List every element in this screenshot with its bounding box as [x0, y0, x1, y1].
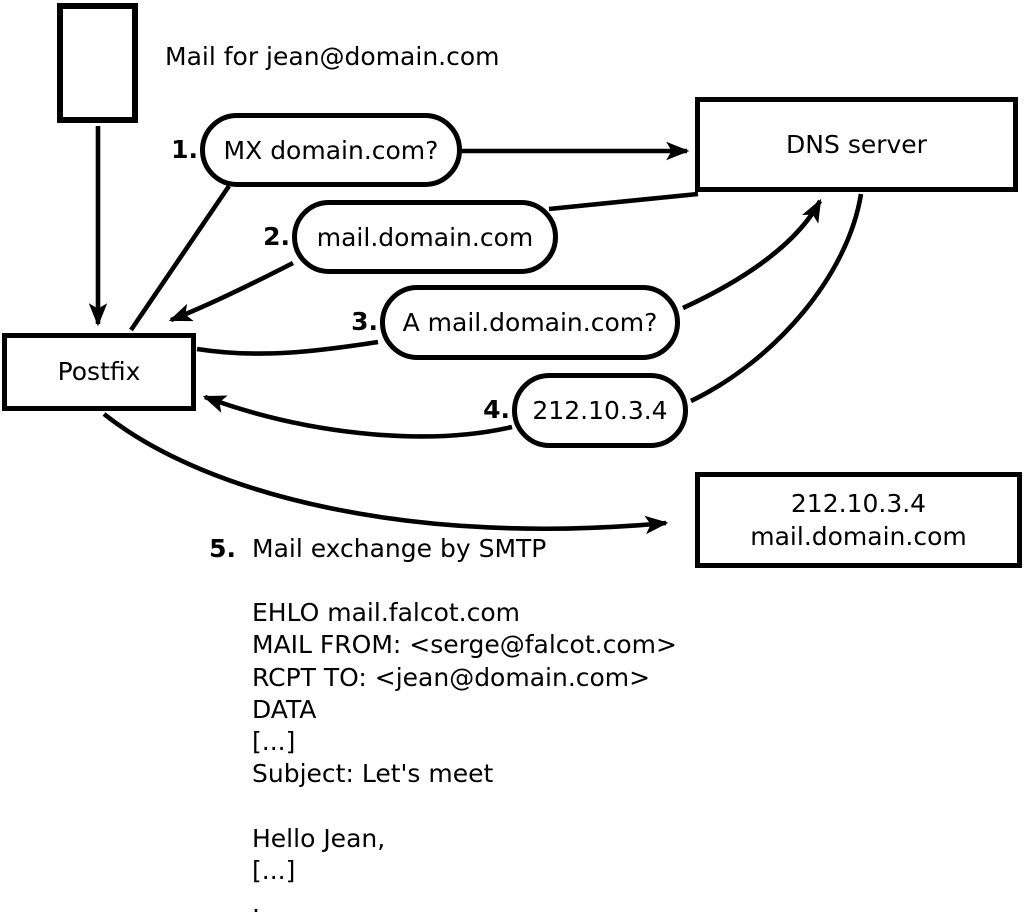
line-dns-to-answer2: [548, 191, 699, 212]
step-5-label: Mail exchange by SMTP: [252, 534, 547, 563]
step-2-number: 2.: [263, 222, 290, 251]
step-1-number: 1.: [171, 135, 198, 164]
line-postfix-to-query1: [129, 184, 231, 332]
mail-server-node: 212.10.3.4 mail.domain.com: [695, 472, 1022, 568]
line-dns-to-answer4: [689, 193, 864, 404]
arrow-query3-to-dns: [682, 198, 823, 311]
step-2-answer-label: mail.domain.com: [316, 222, 534, 252]
step-3-query-bubble: A mail.domain.com?: [380, 285, 680, 360]
step-4-answer-bubble: 212.10.3.4: [512, 373, 688, 448]
arrow-answer2-to-postfix: [168, 260, 295, 323]
mail-server-host-label: mail.domain.com: [750, 522, 967, 551]
line-postfix-to-query3: [196, 339, 379, 356]
smtp-session-transcript: EHLO mail.falcot.com MAIL FROM: <serge@f…: [252, 598, 677, 918]
step-3-number: 3.: [351, 307, 378, 336]
step-4-answer-label: 212.10.3.4: [532, 396, 668, 425]
mail-server-ip-label: 212.10.3.4: [790, 489, 927, 518]
postfix-node: Postfix: [2, 333, 196, 411]
dns-server-node: DNS server: [695, 97, 1018, 192]
mail-document-icon: [57, 3, 138, 123]
step-1-query-label: MX domain.com?: [223, 135, 439, 165]
diagram-caption: Mail for jean@domain.com: [165, 42, 500, 71]
step-2-answer-bubble: mail.domain.com: [292, 200, 558, 274]
arrow-answer4-to-postfix: [202, 394, 513, 439]
step-5-number: 5.: [209, 534, 236, 563]
postfix-node-label: Postfix: [57, 357, 141, 386]
step-3-query-label: A mail.domain.com?: [402, 308, 658, 337]
arrow-postfix-to-mailserver-smtp: [102, 412, 669, 535]
dns-server-node-label: DNS server: [786, 129, 927, 159]
step-4-number: 4.: [483, 395, 510, 424]
step-1-query-bubble: MX domain.com?: [200, 113, 462, 187]
